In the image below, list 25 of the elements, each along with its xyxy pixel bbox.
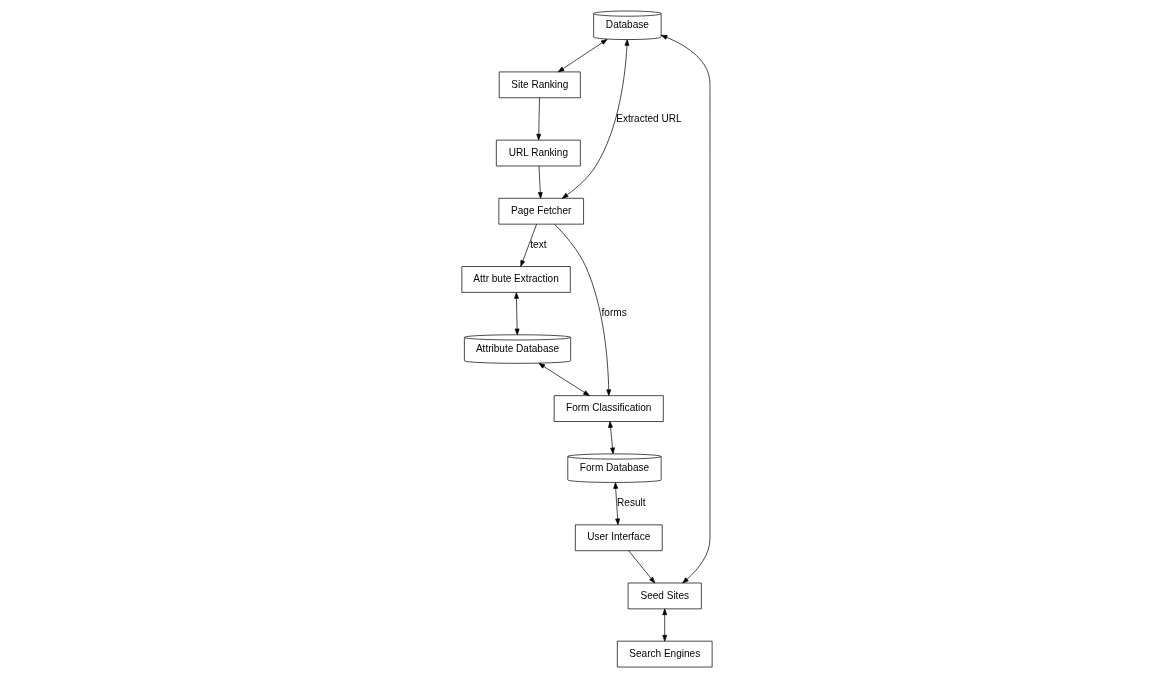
node-box: Form Classification xyxy=(553,395,664,422)
arrow xyxy=(612,482,620,525)
edge-label: text xyxy=(529,238,546,250)
arrow xyxy=(661,608,667,642)
arrow xyxy=(513,292,519,336)
arrow xyxy=(538,363,590,396)
arrow xyxy=(537,165,543,199)
node-box: Page Fetcher xyxy=(498,197,584,225)
node-box: URL Ranking xyxy=(495,139,581,167)
node-box: User Interface xyxy=(574,524,663,552)
arrow xyxy=(557,39,607,73)
edge-label: Result xyxy=(616,497,646,509)
node-box: Search Engines xyxy=(616,640,712,668)
edge-label: forms xyxy=(601,307,627,319)
arrow xyxy=(553,223,611,396)
arrow xyxy=(561,39,629,199)
edge-label: Extracted URL xyxy=(615,112,682,124)
arrow xyxy=(607,421,615,455)
arrow xyxy=(660,34,710,584)
node-box: Seed Sites xyxy=(627,582,702,610)
node-box: Site Ranking xyxy=(498,71,581,99)
arrow xyxy=(535,97,541,141)
arrow xyxy=(627,550,655,584)
arrow xyxy=(519,223,537,267)
node-box: Attr bute Extraction xyxy=(461,266,571,293)
